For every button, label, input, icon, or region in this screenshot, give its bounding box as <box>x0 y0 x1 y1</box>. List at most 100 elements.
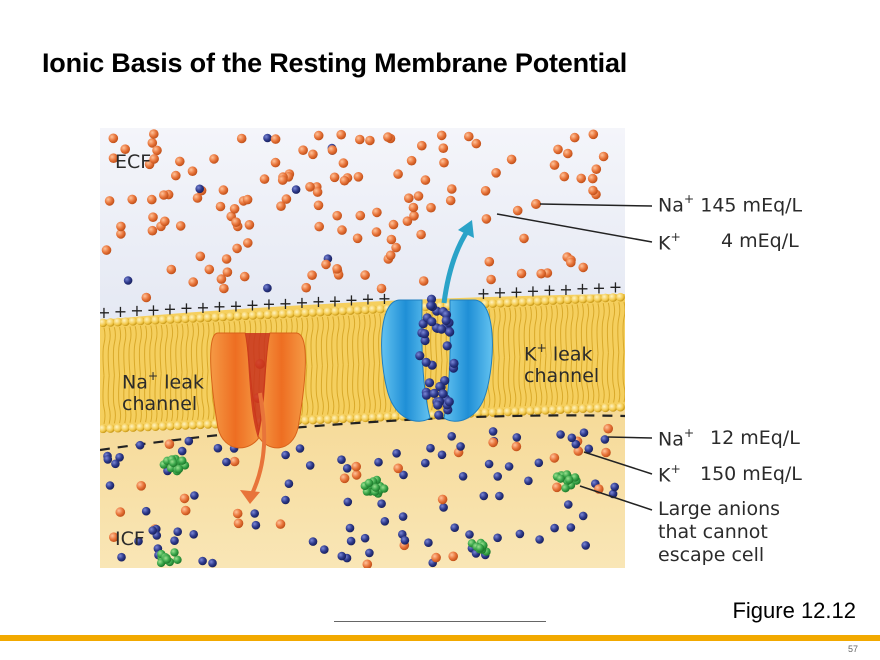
sodium-ion <box>275 519 286 529</box>
lipid-head <box>571 404 580 414</box>
lipid-head <box>136 316 145 326</box>
sodium-ion <box>563 148 573 159</box>
sodium-ion <box>336 129 346 140</box>
sodium-ion <box>232 508 243 519</box>
ion-particles <box>101 129 619 568</box>
potassium-ion <box>479 491 489 501</box>
large-anion <box>565 475 574 484</box>
potassium-ion <box>421 390 432 400</box>
legend-icf-na: Na+ <box>658 426 694 451</box>
sodium-ion <box>376 283 387 294</box>
sodium-ion <box>321 259 331 270</box>
sodium-ion <box>338 158 349 168</box>
lipid-head <box>593 294 603 303</box>
legend-ecf-k-ion: K <box>658 232 671 255</box>
slide-title: Ionic Basis of the Resting Membrane Pote… <box>42 48 628 78</box>
na-channel-label-charge: + <box>147 368 159 383</box>
potassium-ion <box>449 358 459 368</box>
positive-charge: + <box>378 289 391 308</box>
na-inflow-arrow <box>248 392 267 499</box>
positive-charge: + <box>100 303 111 322</box>
large-anion <box>170 548 179 557</box>
potassium-ion <box>195 184 204 194</box>
legend-icf-k-value: 150 mEq/L <box>700 463 802 485</box>
potassium-ion <box>377 499 386 509</box>
potassium-ion <box>337 551 347 561</box>
sodium-ion <box>312 187 323 197</box>
lipid-head <box>203 420 213 429</box>
positive-charge: + <box>114 302 127 321</box>
potassium-ion <box>524 476 533 486</box>
lipid-head <box>608 293 618 302</box>
sodium-ion <box>506 154 517 165</box>
sodium-ion <box>355 210 366 221</box>
lipid-head <box>526 406 535 416</box>
na-channel-label-channel: channel <box>122 393 198 416</box>
potassium-ion <box>398 512 408 521</box>
lipid-head <box>361 413 370 423</box>
sodium-ion <box>437 494 448 505</box>
inner-membrane-boundary <box>100 414 625 452</box>
sodium-ion <box>221 254 232 264</box>
sodium-ion <box>351 461 361 472</box>
legend-icf-k: K+ <box>658 462 681 487</box>
sodium-ion <box>195 251 206 262</box>
ecf-background <box>100 128 625 328</box>
potassium-ion <box>610 482 619 492</box>
sodium-ion <box>448 551 459 562</box>
large-anion <box>371 483 381 492</box>
sodium-ion <box>171 170 181 181</box>
sodium-ion <box>393 463 404 474</box>
lipid-head <box>196 313 205 323</box>
membrane-illustration: +++++++++++++++++++++++++++ <box>100 128 625 568</box>
sodium-ion <box>281 194 292 204</box>
large-anion <box>169 458 178 468</box>
legend-icf-na-ion: Na <box>658 428 684 451</box>
positive-charge: + <box>130 301 143 320</box>
potassium-ion <box>360 533 370 543</box>
lipid-head <box>496 407 505 417</box>
lipid-head <box>308 308 318 317</box>
potassium-ion <box>535 535 544 544</box>
sodium-ion <box>464 131 474 142</box>
legend-icf-na-value: 12 mEq/L <box>710 427 800 449</box>
sodium-ion <box>216 274 227 284</box>
sodium-ion <box>147 194 157 205</box>
sodium-ion <box>149 154 159 164</box>
sodium-ion <box>416 229 426 240</box>
lipid-head <box>301 308 310 318</box>
lipid-head <box>113 423 123 433</box>
potassium-ion <box>345 523 355 533</box>
k-channel-ions <box>415 294 459 420</box>
lipid-head <box>548 296 558 305</box>
sodium-ion <box>360 270 370 280</box>
sodium-ion <box>259 174 270 184</box>
lipid-head <box>496 298 505 308</box>
potassium-ion <box>400 536 410 545</box>
sodium-ion <box>339 473 350 484</box>
positive-charge: + <box>345 291 358 310</box>
lipid-head <box>338 306 348 316</box>
positive-charge: + <box>609 278 622 297</box>
sodium-ion <box>141 292 152 303</box>
positive-charge: + <box>477 284 490 303</box>
potassium-ion <box>512 433 522 442</box>
potassium-ion <box>444 397 454 407</box>
sodium-ion <box>552 482 562 493</box>
footer-bar <box>0 635 880 641</box>
positive-charge: + <box>246 295 259 314</box>
lipid-head <box>121 423 130 433</box>
k-channel-label-leak: leak <box>546 343 593 366</box>
potassium-ion <box>600 435 610 444</box>
positive-charge: + <box>147 300 160 319</box>
potassium-ion <box>170 536 179 545</box>
lipid-head <box>541 406 550 415</box>
lipid-head <box>173 314 183 324</box>
sodium-ion <box>236 133 247 144</box>
lipid-head <box>301 416 310 425</box>
lipid-head <box>361 305 370 315</box>
lipid-head <box>331 414 340 424</box>
legend-anions-line2: that cannot <box>658 520 768 543</box>
sodium-ion <box>365 135 375 146</box>
positive-charge: + <box>493 283 506 302</box>
